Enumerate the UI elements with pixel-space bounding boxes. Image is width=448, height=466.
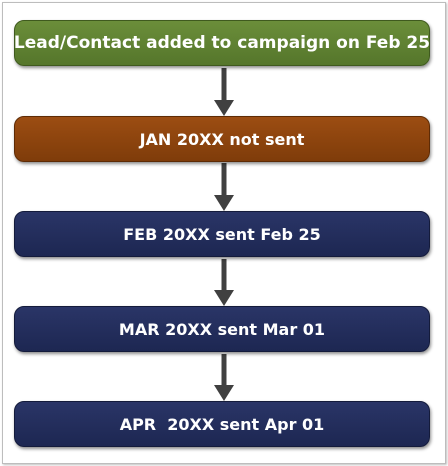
step-jan: JAN 20XX not sent <box>14 116 430 162</box>
step-label: Lead/Contact added to campaign on Feb 25 <box>13 33 431 53</box>
step-label: APR 20XX sent Apr 01 <box>119 414 325 434</box>
step-label: JAN 20XX not sent <box>139 129 305 149</box>
step-mar: MAR 20XX sent Mar 01 <box>14 306 430 352</box>
step-feb: FEB 20XX sent Feb 25 <box>14 211 430 257</box>
step-label: MAR 20XX sent Mar 01 <box>118 319 326 339</box>
step-apr: APR 20XX sent Apr 01 <box>14 401 430 447</box>
step-lead-added: Lead/Contact added to campaign on Feb 25 <box>14 20 430 66</box>
step-label: FEB 20XX sent Feb 25 <box>123 224 321 244</box>
